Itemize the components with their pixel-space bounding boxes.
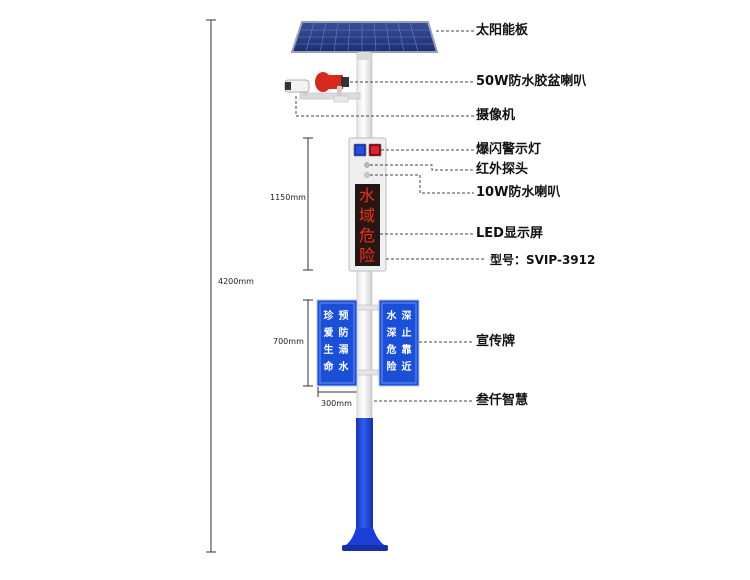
label-infrared: 红外探头 — [476, 162, 529, 177]
sign-char: 溺 — [338, 345, 349, 356]
sign-char: 危 — [386, 345, 397, 356]
pole-lower — [356, 418, 373, 536]
label-solar-panel: 太阳能板 — [476, 23, 529, 38]
infrared-probe — [364, 162, 370, 168]
sign-char: 生 — [323, 345, 334, 356]
dimension-total — [206, 19, 216, 553]
label-sign: 宣传牌 — [476, 334, 516, 349]
sign-left-col1: 珍 爱 生 命 — [322, 308, 335, 376]
dim-sign-height-label: 700mm — [273, 337, 304, 346]
horn-10w — [364, 172, 370, 178]
sign-right — [378, 299, 420, 387]
label-strobe-light: 爆闪警示灯 — [476, 142, 542, 157]
dimension-sign-height — [303, 299, 313, 387]
cabinet — [348, 137, 387, 272]
sign-char: 命 — [323, 362, 334, 373]
sign-char: 险 — [386, 362, 397, 373]
led-char: 域 — [358, 206, 375, 225]
sign-char: 水 — [386, 311, 397, 322]
label-led-screen: LED显示屏 — [476, 226, 543, 241]
horn-50w — [315, 72, 349, 103]
label-horn-50w: 50W防水胶盆喇叭 — [476, 74, 587, 89]
solar-panel — [290, 21, 439, 60]
sign-right-col1: 水 深 危 险 — [385, 308, 398, 376]
led-char: 险 — [358, 246, 375, 265]
pole-base — [344, 528, 386, 546]
sign-left-col2: 预 防 溺 水 — [337, 308, 350, 376]
sign-char: 深 — [401, 311, 412, 322]
label-model: 型号：SVIP-3912 — [490, 253, 596, 267]
sign-left — [316, 299, 358, 387]
led-char: 危 — [358, 226, 375, 245]
sign-char: 防 — [338, 328, 349, 339]
sign-char: 靠 — [401, 345, 412, 356]
sign-char: 爱 — [323, 328, 334, 339]
sign-char: 预 — [338, 311, 349, 322]
led-screen-text: 水 域 危 险 — [357, 186, 377, 266]
label-camera: 摄像机 — [476, 108, 516, 123]
sign-right-col2: 深 止 靠 近 — [400, 308, 413, 376]
led-char: 水 — [358, 186, 375, 205]
sign-char: 深 — [386, 328, 397, 339]
dim-sign-width-label: 300mm — [321, 399, 352, 408]
dim-total-label: 4200mm — [218, 277, 254, 286]
dimension-sign-width — [317, 387, 359, 397]
sign-char: 珍 — [323, 311, 334, 322]
camera-assembly — [284, 72, 361, 103]
sign-char: 近 — [401, 362, 412, 373]
label-horn-10w: 10W防水喇叭 — [476, 185, 561, 200]
dimension-cabinet — [303, 137, 313, 271]
label-brand: 叁仟智慧 — [476, 393, 529, 408]
sign-char: 止 — [401, 328, 412, 339]
leader-lines — [295, 30, 486, 402]
sign-char: 水 — [338, 362, 349, 373]
dim-cabinet-label: 1150mm — [270, 193, 306, 202]
